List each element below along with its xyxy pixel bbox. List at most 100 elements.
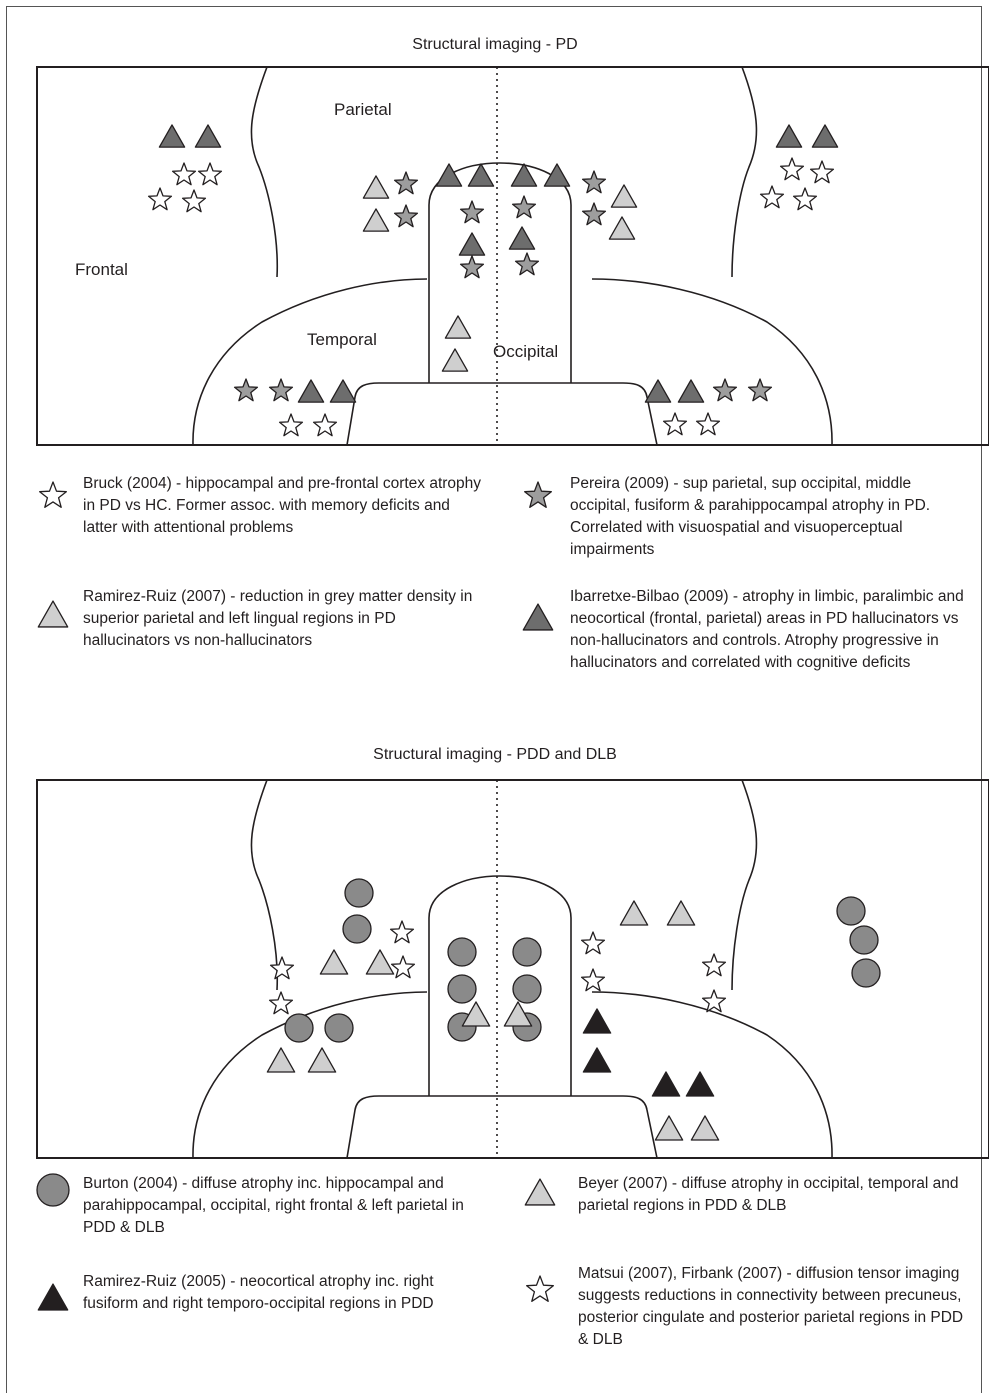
white-star-marker [181,189,207,213]
dark-triangle-marker [543,163,571,187]
dark-triangle-marker [522,603,554,631]
grey-circle-marker [851,958,881,988]
dark-triangle-marker [435,163,463,187]
white-star-marker [390,955,416,979]
light-triangle-marker [619,900,649,926]
white-star-marker [779,157,805,181]
dark-triangle-marker [510,163,538,187]
grey-circle-marker [849,925,879,955]
legend-matsui-firbank: Matsui (2007), Firbank (2007) - diffusio… [578,1265,964,1348]
grey-star-marker [524,481,552,508]
light-triangle-marker [362,175,390,199]
legend-burton: Burton (2004) - diffuse atrophy inc. hip… [83,1175,464,1236]
pdd-markers [266,878,881,1141]
grey-circle-marker [447,974,477,1004]
grey-circle-marker [284,1013,314,1043]
black-triangle-marker [651,1071,681,1097]
dark-triangle-marker [158,124,186,148]
light-triangle-marker [444,315,472,339]
dark-triangle-marker [508,226,536,250]
grey-star-marker [747,378,773,402]
light-triangle-marker [690,1115,720,1141]
white-star-marker [526,1275,554,1302]
black-triangle-marker [685,1071,715,1097]
white-star-marker [269,956,295,980]
white-star-marker [147,187,173,211]
white-star-marker [701,953,727,977]
light-triangle-marker [365,949,395,975]
light-triangle-marker [266,1047,296,1073]
grey-circle-marker [447,937,477,967]
dark-triangle-marker [644,379,672,403]
legend-bruck: Bruck (2004) - hippocampal and pre-front… [83,475,482,536]
legend-ramirez-2007: Ramirez-Ruiz (2007) - reduction in grey … [83,588,473,649]
dark-triangle-marker [811,124,839,148]
light-triangle-marker [362,208,390,232]
grey-star-marker [393,204,419,228]
light-triangle-marker [524,1178,556,1206]
light-triangle-marker [319,949,349,975]
grey-star-marker [511,195,537,219]
black-triangle-marker [37,1283,69,1311]
grey-circle-marker [836,896,866,926]
grey-circle-marker [512,974,542,1004]
white-star-marker [695,412,721,436]
frontal-label: Frontal [75,260,128,279]
white-star-marker [278,413,304,437]
legend-icons [36,481,556,1311]
light-triangle-marker [608,216,636,240]
legend-beyer: Beyer (2007) - diffuse atrophy in occipi… [578,1175,959,1214]
light-triangle-marker [666,900,696,926]
pdd-panel-title: Structural imaging - PDD and DLB [373,746,617,763]
grey-star-marker [712,378,738,402]
grey-star-marker [581,202,607,226]
white-star-marker [312,413,338,437]
grey-star-marker [459,200,485,224]
grey-circle-marker [342,914,372,944]
pd-markers [147,124,839,437]
white-star-marker [197,162,223,186]
dark-triangle-marker [677,379,705,403]
pd-panel-title: Structural imaging - PD [412,36,578,53]
white-star-marker [389,920,415,944]
dark-triangle-marker [458,232,486,256]
white-star-marker [701,989,727,1013]
grey-star-marker [459,255,485,279]
black-triangle-marker [582,1047,612,1073]
light-triangle-marker [610,184,638,208]
occipital-label: Occipital [493,342,558,361]
white-star-marker [580,968,606,992]
dark-triangle-marker [775,124,803,148]
white-star-marker [171,162,197,186]
legend-pereira: Pereira (2009) - sup parietal, sup occip… [570,475,931,558]
light-triangle-marker [461,1001,491,1027]
white-star-marker [809,160,835,184]
dark-triangle-marker [467,163,495,187]
grey-circle-marker [324,1013,354,1043]
grey-star-marker [581,170,607,194]
grey-circle-marker [344,878,374,908]
light-triangle-marker [441,348,469,372]
light-triangle-marker [307,1047,337,1073]
white-star-marker [792,187,818,211]
figure-frame [6,6,982,1393]
white-star-marker [580,931,606,955]
white-star-marker [759,185,785,209]
light-triangle-marker [37,600,69,628]
grey-star-marker [393,171,419,195]
grey-circle-marker [36,1173,70,1207]
parietal-label: Parietal [334,100,392,119]
dark-triangle-marker [329,379,357,403]
grey-star-marker [233,378,259,402]
dark-triangle-marker [297,379,325,403]
pdd-brain-outline [36,779,989,1159]
light-triangle-marker [654,1115,684,1141]
white-star-marker [39,481,67,508]
grey-star-marker [514,252,540,276]
white-star-marker [662,412,688,436]
pd-brain-outline: Parietal Frontal Temporal Occipital [36,66,989,446]
grey-star-marker [268,378,294,402]
temporal-label: Temporal [307,330,377,349]
legend-ramirez-2005: Ramirez-Ruiz (2005) - neocortical atroph… [83,1273,434,1312]
